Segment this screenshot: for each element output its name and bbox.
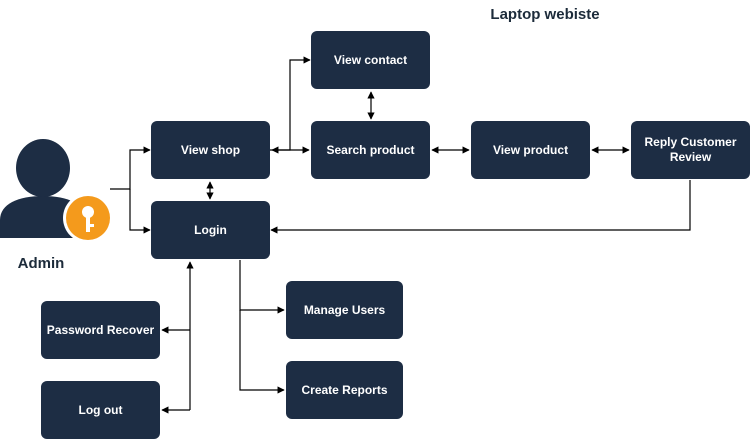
admin-label: Admin	[17, 255, 65, 272]
node-reply-customer-review: Reply Customer Review	[631, 121, 750, 179]
node-view-contact-label: View contact	[333, 52, 408, 67]
diagram-title: Laptop webiste	[490, 6, 600, 23]
node-search-product-label: Search product	[326, 142, 415, 157]
edge-viewshop-viewcontact	[270, 56, 311, 151]
edge-login-createreports	[239, 310, 285, 394]
node-create-reports-label: Create Reports	[301, 382, 388, 397]
node-view-product-label: View product	[492, 142, 569, 157]
node-login: Login	[151, 201, 270, 259]
node-view-shop-label: View shop	[180, 142, 241, 157]
edge-login-manageusers	[239, 260, 285, 314]
node-manage-users: Manage Users	[286, 281, 403, 339]
node-search-product: Search product	[311, 121, 430, 179]
edge-admin-login	[129, 189, 151, 234]
node-reply-customer-review-label: Reply Customer Review	[644, 135, 737, 164]
edge-reply-login	[270, 180, 691, 234]
node-login-label: Login	[194, 222, 227, 237]
admin-user-icon	[0, 139, 110, 243]
node-view-shop: View shop	[151, 121, 270, 179]
node-password-recover: Password Recover	[41, 301, 160, 359]
node-log-out-label: Log out	[78, 402, 123, 417]
edge-admin-view-shop	[110, 146, 151, 190]
node-manage-users-label: Manage Users	[303, 302, 386, 317]
node-view-contact: View contact	[311, 31, 430, 89]
node-log-out: Log out	[41, 381, 160, 439]
node-create-reports: Create Reports	[286, 361, 403, 419]
node-password-recover-label: Password Recover	[46, 322, 155, 337]
node-view-product: View product	[471, 121, 590, 179]
